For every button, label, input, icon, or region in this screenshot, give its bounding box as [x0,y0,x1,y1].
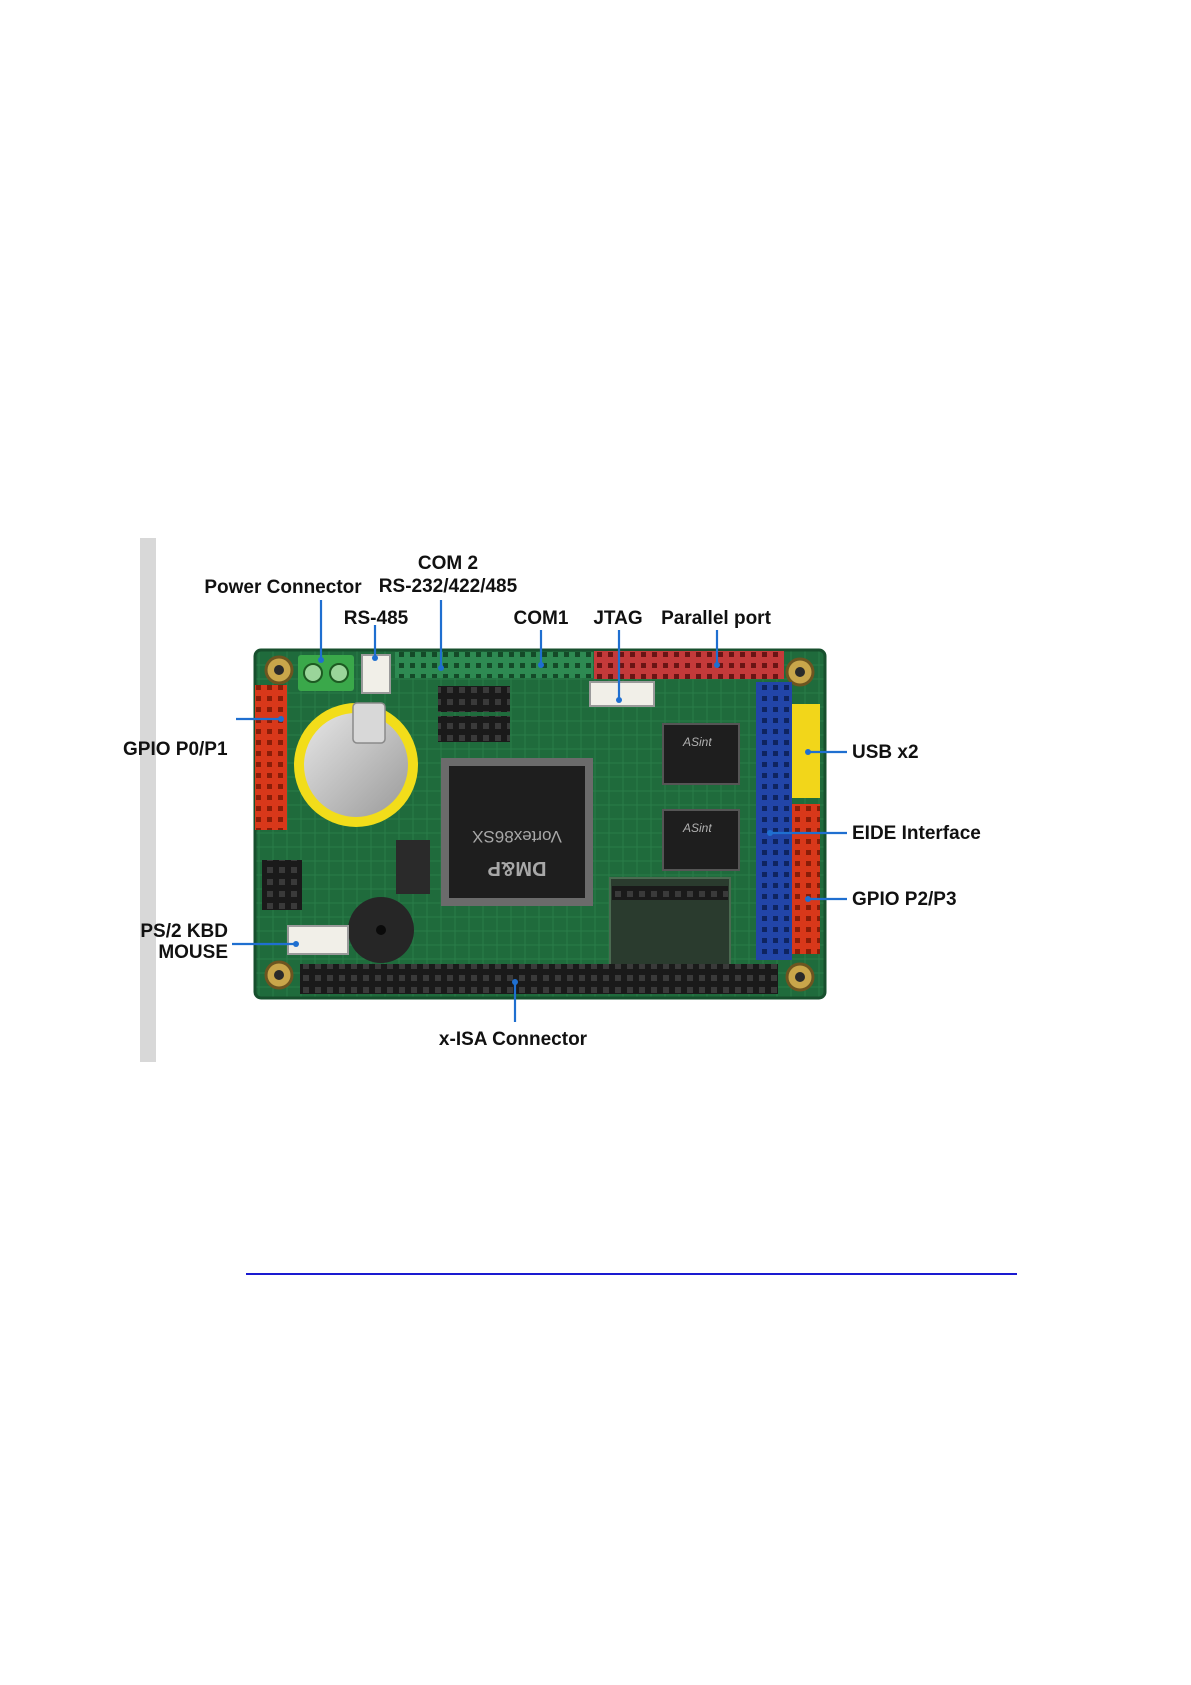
label-jtag: JTAG [593,608,642,629]
label-xisa-connector: x-ISA Connector [439,1029,588,1050]
label-ps2-line1: PS/2 KBD [140,921,228,942]
photo-edge [140,538,156,1062]
cpu-part: Vortex86SX DM&P [441,758,593,906]
com-jumpers [438,686,510,712]
com2-part [395,652,495,678]
bridge-chip-1-text: ASint [682,735,712,749]
ic-small [396,840,430,894]
label-gpio-p0-p1: GPIO P0/P1 [123,739,228,760]
label-power-connector: Power Connector [204,577,362,598]
gpio-p0-p1-part [255,685,287,830]
label-gpio-p2-p3: GPIO P2/P3 [852,889,957,910]
label-eide-interface: EIDE Interface [852,823,981,844]
label-com2-line1: COM 2 [418,553,478,574]
connector-ethernet [262,860,302,910]
gpio-p2-p3-part [792,804,820,954]
label-com2-line2: RS-232/422/485 [379,576,518,597]
bridge-chip-1: ASint [663,724,739,784]
cpu-brand-text: DM&P [488,857,547,879]
xisa-part [300,964,778,994]
memory-chip-pins [612,886,728,900]
label-usb-x2: USB x2 [852,742,919,763]
jtag-part [590,682,654,706]
label-rs485: RS-485 [344,608,409,629]
battery-part [294,703,418,827]
cpu-model-text: Vortex86SX [472,827,562,846]
buzzer-hole [376,925,386,935]
com-jumpers-2 [438,716,510,742]
power-connector-part [298,655,354,691]
parallel-port-part [594,651,784,679]
bridge-chip-2: ASint [663,810,739,870]
label-parallel-port: Parallel port [661,608,771,629]
ps2-part [288,926,348,954]
pcb-board: Vortex86SX DM&P ASint ASint [255,650,825,998]
bridge-chip-2-text: ASint [682,821,712,835]
eide-part [756,682,792,960]
label-ps2-line2: MOUSE [158,942,228,963]
label-com1: COM1 [514,608,569,629]
